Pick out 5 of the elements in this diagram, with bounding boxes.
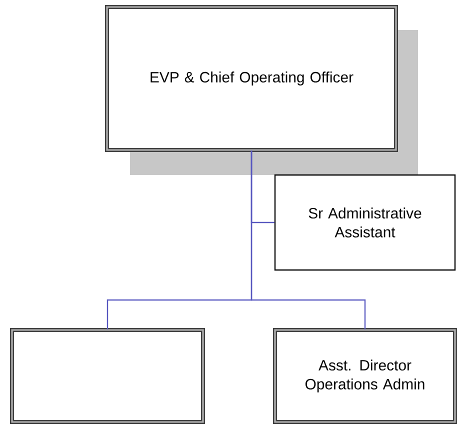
- connector-line: [250, 150, 366, 330]
- position-box: Sr Administrative Assistant: [274, 174, 456, 271]
- position-box: [10, 328, 205, 424]
- position-box: EVP & Chief Operating Officer: [105, 5, 398, 152]
- position-box: Asst. Director Operations Admin: [273, 328, 457, 424]
